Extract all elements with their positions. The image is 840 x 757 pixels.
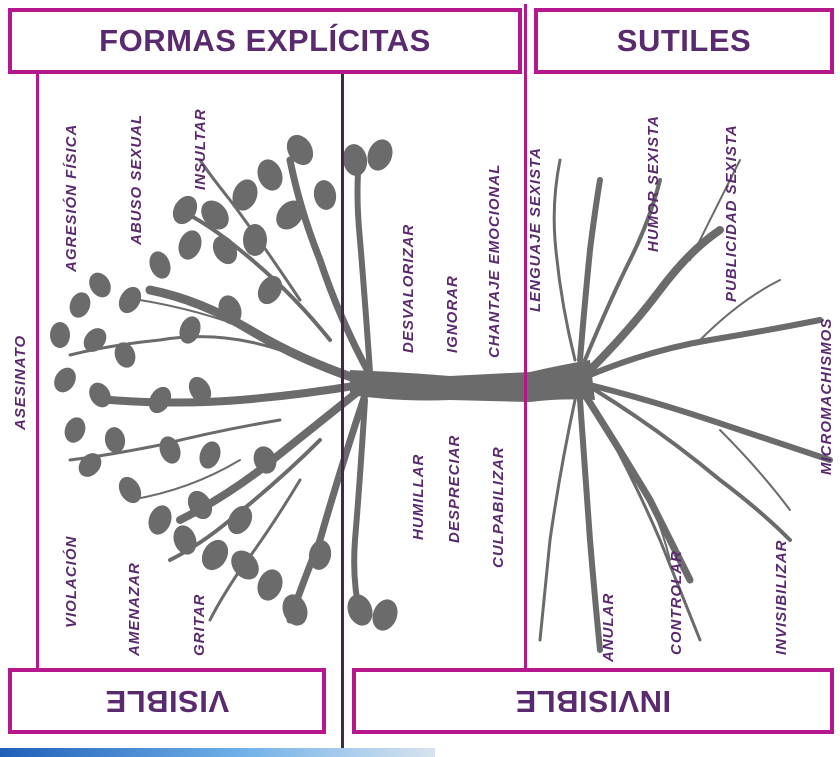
- formas-explicitas-header: FORMAS EXPLÍCITAS: [8, 8, 522, 74]
- label-agresion-fisica: AGRESIÓN FÍSICA: [63, 123, 80, 272]
- label-gritar: GRITAR: [191, 593, 208, 656]
- bottom-gradient-bar: [0, 748, 435, 757]
- tree-leaves: [50, 134, 398, 631]
- sutiles-title: SUTILES: [616, 23, 752, 58]
- label-abuso-sexual: ABUSO SEXUAL: [128, 113, 145, 245]
- left-frame-line: [36, 72, 39, 668]
- label-humor-sexista: HUMOR SEXISTA: [645, 115, 662, 252]
- label-desvalorizar: DESVALORIZAR: [400, 223, 417, 353]
- label-ignorar: IGNORAR: [444, 275, 461, 353]
- sutiles-header: SUTILES: [534, 8, 834, 74]
- visible-invisible-divider: [341, 72, 344, 748]
- label-anular: ANULAR: [600, 592, 617, 662]
- label-controlar: CONTROLAR: [668, 550, 685, 655]
- invisible-footer: INVISIBLE: [352, 668, 834, 734]
- label-micromachismos: MICROMACHISMOS: [818, 317, 835, 475]
- label-humillar: HUMILLAR: [410, 453, 427, 540]
- visible-footer: VISIBLE: [8, 668, 326, 734]
- label-despreciar: DESPRECIAR: [446, 434, 463, 543]
- tree-trunk: [68, 147, 833, 653]
- formas-explicitas-title: FORMAS EXPLÍCITAS: [99, 23, 431, 58]
- label-chantaje-emocional: CHANTAJE EMOCIONAL: [486, 163, 503, 358]
- label-asesinato: ASESINATO: [12, 334, 29, 430]
- explicit-subtle-divider: [524, 4, 527, 668]
- visible-title: VISIBLE: [104, 684, 230, 719]
- label-invisibilizar: INVISIBILIZAR: [773, 539, 790, 655]
- label-lenguaje-sexista: LENGUAJE SEXISTA: [527, 147, 544, 312]
- label-culpabilizar: CULPABILIZAR: [490, 446, 507, 568]
- label-amenazar: AMENAZAR: [126, 562, 143, 656]
- label-violacion: VIOLACIÓN: [63, 535, 80, 628]
- invisible-title: INVISIBLE: [514, 684, 672, 719]
- label-publicidad-sexista: PUBLICIDAD SEXISTA: [723, 124, 740, 302]
- label-insultar: INSULTAR: [192, 108, 209, 190]
